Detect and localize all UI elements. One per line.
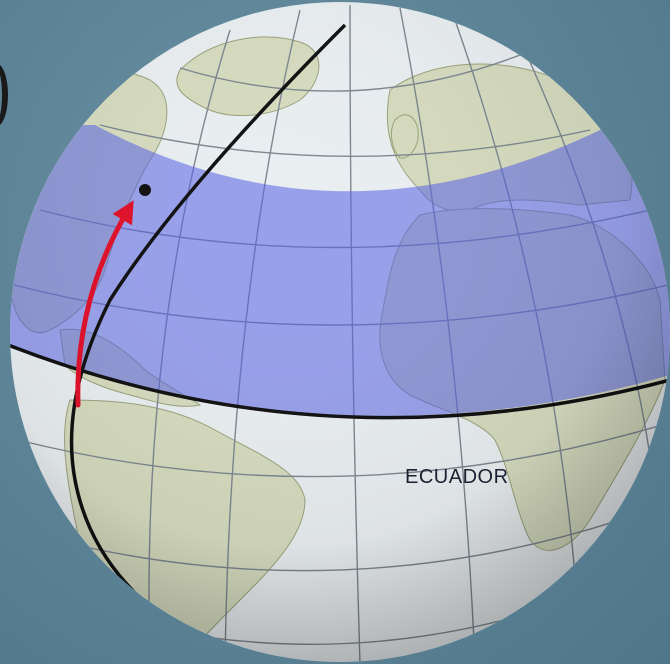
sphere-shading — [10, 2, 670, 662]
equator-label: ECUADOR — [405, 466, 509, 488]
